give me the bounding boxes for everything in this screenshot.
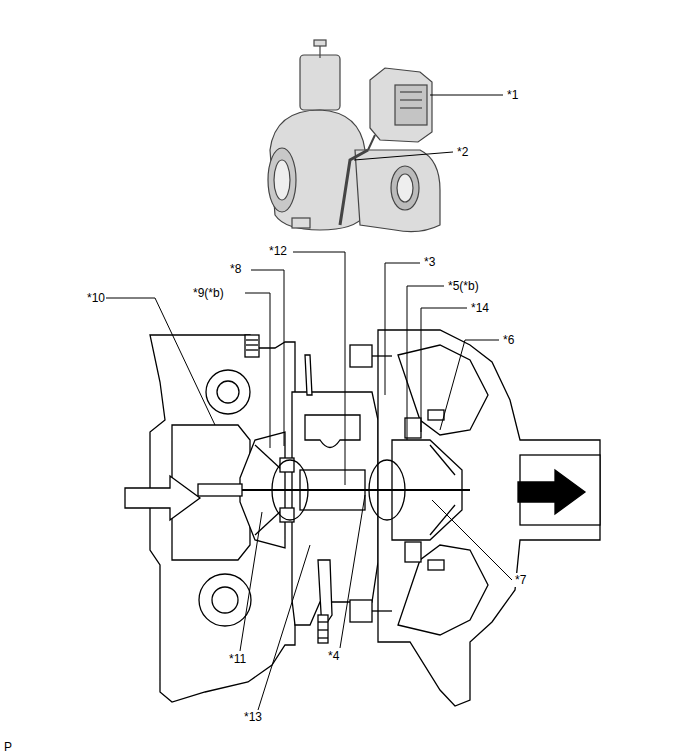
page-code: P <box>3 740 13 754</box>
leader-lines <box>106 95 512 710</box>
callout-number: *5(*b) <box>447 279 480 293</box>
callout-number: *11 <box>228 652 247 666</box>
callout-number: *12 <box>268 244 288 258</box>
callout-number: *14 <box>470 301 490 315</box>
turbo-overview <box>268 40 440 232</box>
callout-number: *7 <box>514 573 527 587</box>
callout-number: *2 <box>456 145 469 159</box>
callout-number: *1 <box>506 88 519 102</box>
callout-number: *8 <box>229 262 242 276</box>
callout-number: *4 <box>327 649 340 663</box>
callout-number: *9(*b) <box>192 286 225 300</box>
callout-number: *10 <box>86 291 106 305</box>
callout-number: *13 <box>243 710 263 724</box>
callout-number: *3 <box>423 255 436 269</box>
callout-number: *6 <box>502 333 515 347</box>
